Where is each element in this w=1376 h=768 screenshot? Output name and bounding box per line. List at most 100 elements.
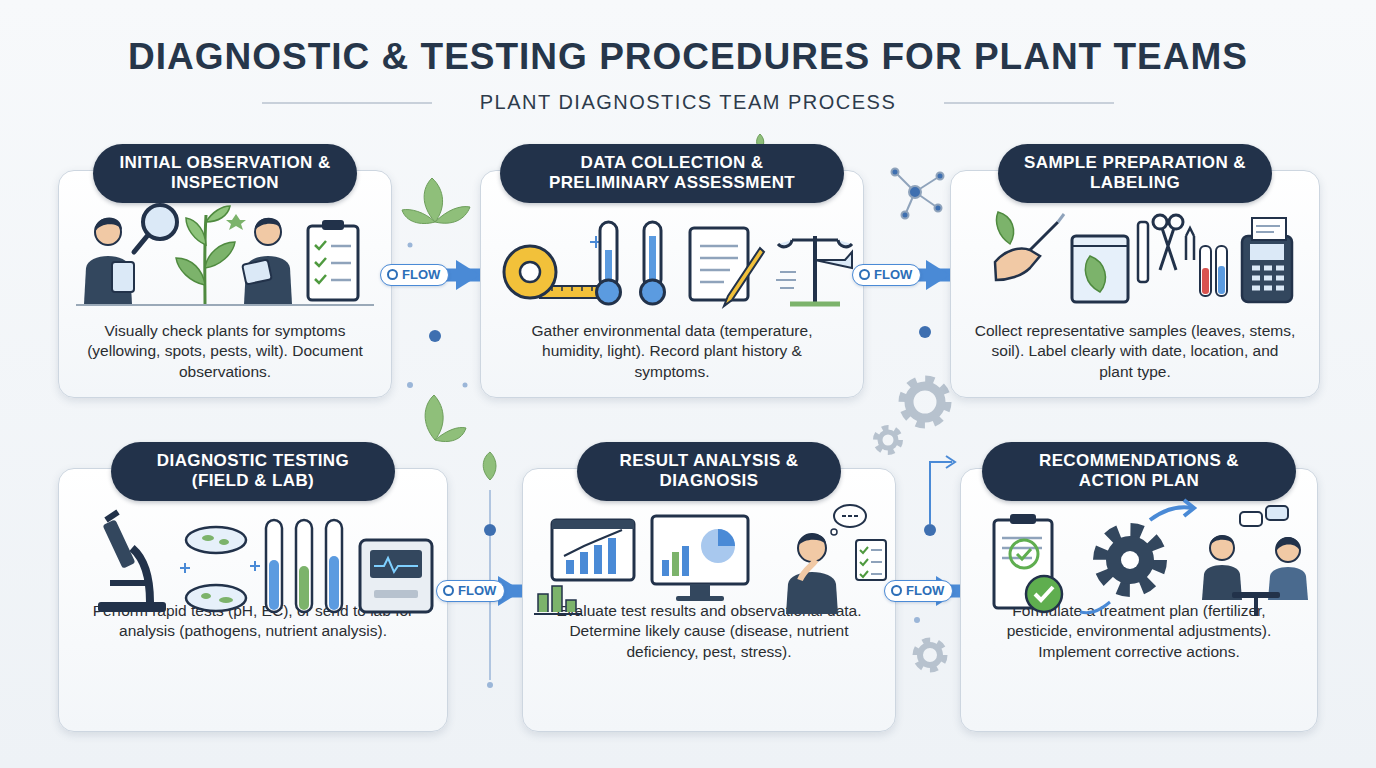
step-heading: DATA COLLECTION & PRELIMINARY ASSESSMENT (500, 144, 844, 203)
process-card: DATA COLLECTION & PRELIMINARY ASSESSMENT… (480, 170, 864, 398)
gear-icon (1080, 602, 1110, 613)
network-icon (892, 169, 944, 219)
step-description: Formulate a treatment plan (fertilizer, … (983, 601, 1295, 662)
meeting-people-icon (1254, 598, 1258, 616)
meeting-people-icon (1240, 512, 1262, 526)
dot-decor (919, 326, 931, 338)
microscope-icon (98, 512, 166, 612)
plant-icon (186, 218, 206, 245)
label-printer-icon (1252, 268, 1284, 288)
plan-clipboard-icon (1010, 540, 1038, 568)
gear-decor (916, 641, 944, 669)
thermometer-icon (605, 250, 612, 290)
analyst-person (800, 560, 816, 580)
clipboard-icon (308, 220, 358, 300)
inspector-person (255, 218, 281, 230)
checklist-icon (871, 550, 882, 574)
sample-bag-icon (1085, 256, 1105, 292)
thermometer-icon (597, 222, 665, 304)
test-tube-icon (1202, 268, 1209, 294)
petri-dish-icon (180, 527, 260, 611)
chart-monitor-icon (538, 586, 576, 612)
inspector-person (244, 256, 292, 304)
analyzer-icon (360, 540, 432, 612)
dot-decor (914, 617, 920, 623)
microscope-icon (103, 519, 136, 568)
step-heading: RECOMMENDATIONS & ACTION PLAN (982, 442, 1296, 501)
analyst-person (831, 529, 837, 535)
petri-dish-icon (180, 561, 260, 573)
gear-decor (920, 645, 940, 665)
network-icon (895, 172, 915, 192)
checklist-icon (856, 540, 886, 580)
network-icon (937, 173, 944, 180)
dashboard-monitor-icon (662, 560, 669, 576)
label-printer-icon (1242, 236, 1292, 302)
thermometer-icon (600, 222, 617, 288)
step-heading: DIAGNOSTIC TESTING (FIELD & LAB) (111, 442, 395, 501)
test-tube-icon (1200, 246, 1211, 296)
gear-decor (880, 432, 896, 448)
meeting-people-icon (1202, 506, 1308, 616)
step-description: Collect representative samples (leaves, … (973, 321, 1297, 382)
microscope-icon (110, 580, 146, 586)
weather-station-icon (778, 240, 852, 247)
sample-bag-icon (1072, 236, 1128, 302)
analyst-person (798, 534, 826, 546)
step-heading: INITIAL OBSERVATION & INSPECTION (93, 144, 357, 203)
checklist-icon (856, 540, 886, 580)
gear-decor (876, 428, 900, 452)
gear-decor (909, 386, 941, 418)
test-tube-icon (296, 520, 312, 612)
test-tube-icon (266, 520, 282, 612)
dot-decor (484, 524, 496, 536)
clipboard-icon (308, 226, 358, 300)
dashboard-monitor-icon (690, 584, 710, 596)
gear-decor (903, 380, 947, 424)
test-tube-icon (269, 560, 279, 610)
thermometer-icon (641, 280, 665, 304)
test-tube-icon (326, 520, 342, 612)
process-card: DIAGNOSTIC TESTING (FIELD & LAB)Perform … (58, 468, 448, 732)
chart-monitor-icon (564, 530, 622, 556)
magnifier-icon (134, 235, 148, 252)
network-icon (915, 192, 938, 208)
inspector-person (112, 262, 134, 292)
meeting-people-icon (1202, 565, 1242, 600)
dot-decor (487, 682, 493, 688)
tape-measure-icon (552, 286, 592, 291)
hand-leaf-icon (1030, 222, 1058, 250)
step-description: Visually check plants for symptoms (yell… (81, 321, 369, 382)
dashboard-monitor-icon (652, 516, 748, 601)
chart-monitor-icon (608, 538, 616, 574)
notebook-icon (690, 228, 764, 306)
weather-station-icon (790, 302, 840, 307)
lab-tools-icon (1153, 215, 1167, 229)
analyst-person (834, 505, 866, 527)
hand-leaf-icon (997, 212, 1014, 244)
step-heading: RESULT ANALYSIS & DIAGNOSIS (577, 442, 841, 501)
network-icon (892, 169, 899, 176)
gear-icon (1100, 530, 1160, 590)
test-tube-icon (266, 520, 342, 612)
analyzer-icon (374, 590, 418, 598)
weather-station-icon (776, 272, 796, 288)
process-card: RESULT ANALYSIS & DIAGNOSISEvaluate test… (522, 468, 896, 732)
subtitle-rule (262, 103, 1114, 104)
diagram-title: DIAGNOSTIC & TESTING PROCEDURES FOR PLAN… (0, 36, 1376, 78)
flow-arrow (392, 269, 480, 282)
notebook-icon (690, 228, 748, 300)
plan-clipboard-icon (1010, 514, 1036, 524)
tape-measure-icon (504, 246, 556, 298)
hand-leaf-icon (995, 212, 1064, 280)
process-card: SAMPLE PREPARATION & LABELINGCollect rep… (950, 170, 1320, 398)
thermometer-icon (649, 236, 656, 290)
analyst-person (798, 534, 826, 562)
thermometer-icon (597, 280, 621, 304)
microscope-icon (98, 602, 166, 612)
thermometer-icon (644, 222, 661, 288)
wire-decor (489, 536, 491, 680)
flow-arrow (896, 585, 960, 598)
